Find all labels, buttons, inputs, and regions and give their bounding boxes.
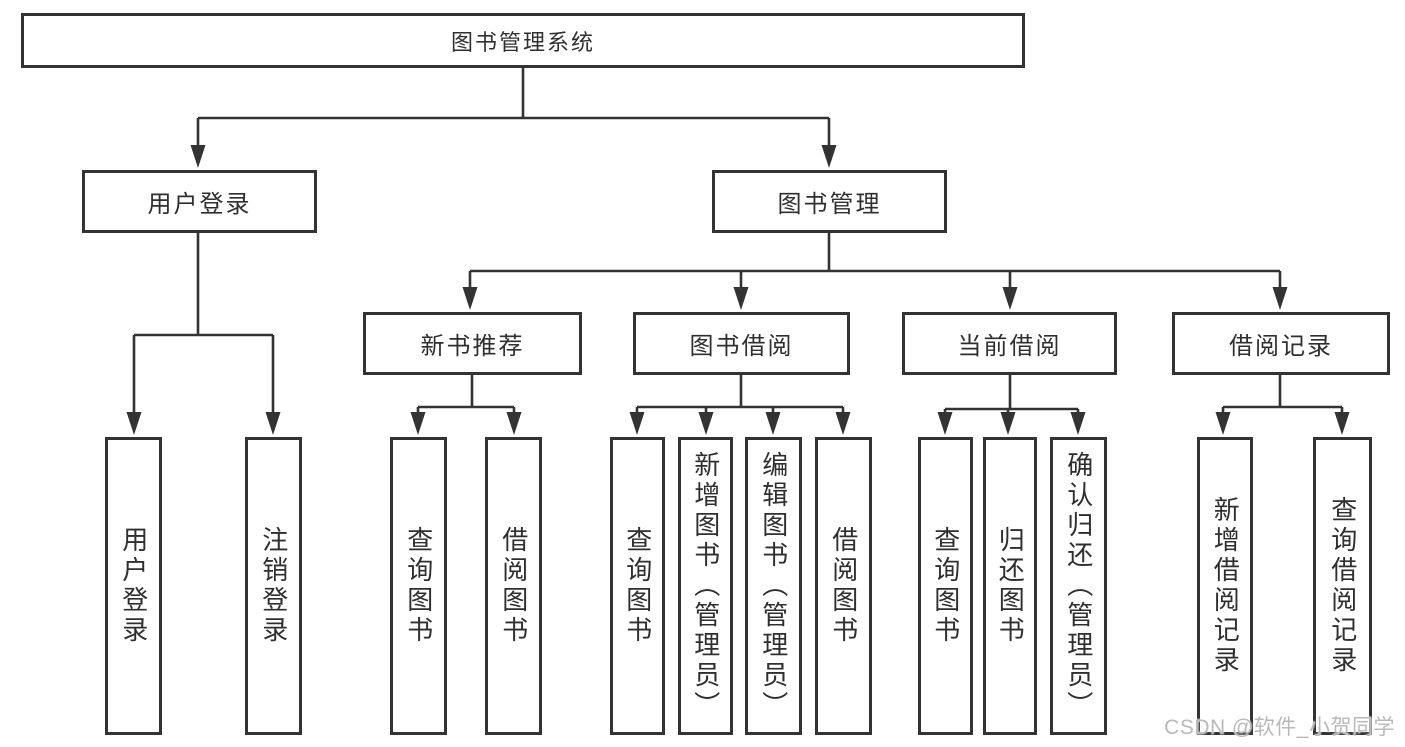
node-label: 图书借阅 [689, 333, 794, 360]
node-label: 确认归还（管理员） [1063, 451, 1094, 721]
node-current-borrow: 当前借阅 [902, 312, 1117, 375]
node-label: 新书推荐 [420, 333, 525, 360]
node-label: 图书管理 [777, 191, 882, 218]
leaf-query-borrow-record: 查询借阅记录 [1313, 437, 1372, 735]
leaf-user-login: 用户登录 [105, 437, 162, 735]
node-label: 查询图书 [622, 526, 653, 646]
node-label: 注销登录 [258, 526, 289, 646]
leaf-query-books-3: 查询图书 [918, 437, 973, 735]
leaf-query-books: 查询图书 [390, 437, 447, 735]
node-label: 查询借阅记录 [1327, 496, 1358, 676]
node-label: 图书管理系统 [450, 29, 595, 55]
node-label: 借阅记录 [1229, 333, 1333, 360]
leaf-add-borrow-record: 新增借阅记录 [1197, 437, 1253, 735]
node-label: 用户登录 [147, 191, 252, 218]
node-label: 编辑图书（管理员） [758, 451, 789, 721]
node-label: 借阅图书 [828, 526, 859, 646]
leaf-logout: 注销登录 [245, 437, 302, 735]
leaf-add-books-admin: 新增图书（管理员） [678, 437, 733, 735]
node-book-management: 图书管理 [712, 170, 947, 233]
node-label: 查询图书 [403, 526, 434, 646]
node-label: 查询图书 [930, 526, 961, 646]
node-label: 归还图书 [995, 526, 1026, 646]
csdn-watermark: CSDN @软件_小贺同学 [1164, 716, 1395, 739]
node-label: 当前借阅 [957, 333, 1062, 360]
node-label: 新增图书（管理员） [690, 451, 721, 721]
node-label: 用户登录 [118, 526, 149, 646]
leaf-borrow-books-2: 借阅图书 [815, 437, 872, 735]
node-user-login: 用户登录 [82, 170, 317, 233]
node-label: 新增借阅记录 [1210, 496, 1241, 676]
node-label: 借阅图书 [498, 526, 529, 646]
leaf-confirm-return-admin: 确认归还（管理员） [1050, 437, 1107, 735]
node-book-borrow: 图书借阅 [633, 312, 850, 375]
leaf-return-books: 归还图书 [983, 437, 1037, 735]
leaf-borrow-books: 借阅图书 [485, 437, 542, 735]
node-library-management-system: 图书管理系统 [21, 13, 1025, 68]
leaf-edit-books-admin: 编辑图书（管理员） [745, 437, 802, 735]
node-borrow-records: 借阅记录 [1172, 312, 1390, 375]
node-new-book-recommend: 新书推荐 [363, 312, 582, 375]
leaf-query-books-2: 查询图书 [610, 437, 665, 735]
